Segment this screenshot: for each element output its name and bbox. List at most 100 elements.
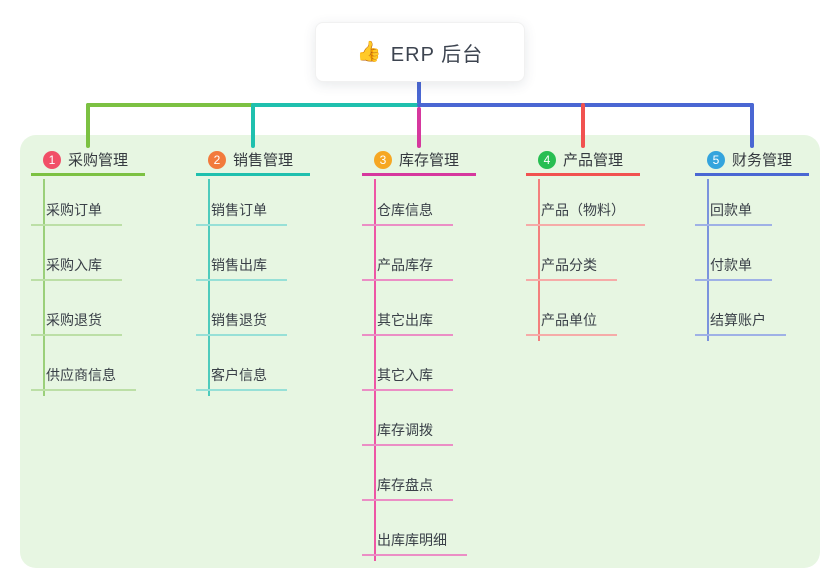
child-node[interactable]: 产品单位 (526, 310, 617, 336)
branch-trunk-line (43, 179, 45, 396)
child-row: 仓库信息 (362, 176, 476, 226)
child-node[interactable]: 产品库存 (362, 255, 453, 281)
child-node[interactable]: 销售退货 (196, 310, 287, 336)
child-node[interactable]: 销售订单 (196, 200, 287, 226)
branch-node-1: 1 采购管理 采购订单 采购入库 采购退货 供应商信息 (31, 146, 145, 396)
child-node[interactable]: 产品分类 (526, 255, 617, 281)
branch-label: 财务管理 (732, 152, 793, 169)
branches-panel (20, 135, 820, 568)
branch-label: 库存管理 (399, 152, 460, 169)
child-row: 销售订单 (196, 176, 310, 226)
child-label: 采购退货 (46, 312, 102, 328)
child-node[interactable]: 仓库信息 (362, 200, 453, 226)
child-node[interactable]: 产品（物料） (526, 200, 645, 226)
child-label: 出库库明细 (377, 532, 447, 548)
branch-children: 产品（物料） 产品分类 产品单位 (526, 176, 645, 336)
child-row: 产品单位 (526, 281, 640, 336)
drop-line-4 (581, 103, 585, 148)
branch-node-4: 4 产品管理 产品（物料） 产品分类 产品单位 (526, 146, 645, 341)
child-node[interactable]: 销售出库 (196, 255, 287, 281)
branch-children: 销售订单 销售出库 销售退货 客户信息 (196, 176, 310, 391)
drop-line-3 (417, 107, 421, 148)
branch-header[interactable]: 1 采购管理 (31, 146, 145, 176)
child-row: 产品库存 (362, 226, 476, 281)
child-row: 采购订单 (31, 176, 145, 226)
root-node[interactable]: 👍 ERP 后台 (315, 22, 525, 82)
child-row: 结算账户 (695, 281, 809, 336)
branch-header[interactable]: 3 库存管理 (362, 146, 476, 176)
branch-number-badge: 3 (374, 150, 392, 169)
drop-line-5 (750, 103, 754, 148)
child-label: 付款单 (710, 257, 752, 273)
branch-number-badge: 4 (538, 150, 556, 169)
child-row: 库存调拨 (362, 391, 476, 446)
child-label: 供应商信息 (46, 367, 116, 383)
root-title: ERP 后台 (390, 43, 484, 66)
branch-trunk-line (208, 179, 210, 396)
branch-children: 回款单 付款单 结算账户 (695, 176, 809, 336)
child-node[interactable]: 其它出库 (362, 310, 453, 336)
child-label: 其它出库 (377, 312, 433, 328)
branch-number-badge: 1 (43, 150, 61, 169)
child-node[interactable]: 回款单 (695, 200, 772, 226)
branch-header[interactable]: 4 产品管理 (526, 146, 640, 176)
child-label: 客户信息 (211, 367, 267, 383)
child-node[interactable]: 库存调拨 (362, 420, 453, 446)
child-label: 结算账户 (710, 312, 766, 328)
child-node[interactable]: 供应商信息 (31, 365, 136, 391)
child-row: 采购退货 (31, 281, 145, 336)
branch-label: 采购管理 (68, 152, 129, 169)
branch-trunk-line (538, 179, 540, 341)
child-node[interactable]: 付款单 (695, 255, 772, 281)
branch-header[interactable]: 2 销售管理 (196, 146, 310, 176)
child-label: 仓库信息 (377, 202, 433, 218)
h-line-mid (251, 103, 421, 107)
drop-line-1 (86, 103, 90, 148)
child-node[interactable]: 其它入库 (362, 365, 453, 391)
child-label: 产品库存 (377, 257, 433, 273)
branch-header[interactable]: 5 财务管理 (695, 146, 809, 176)
child-label: 销售订单 (211, 202, 267, 218)
branch-node-3: 3 库存管理 仓库信息 产品库存 其它出库 其它入库 库存调拨 库存盘点 (362, 146, 476, 561)
branch-label: 产品管理 (563, 152, 624, 169)
child-label: 库存调拨 (377, 422, 433, 438)
branch-trunk-line (707, 179, 709, 341)
child-node[interactable]: 采购退货 (31, 310, 122, 336)
branch-node-5: 5 财务管理 回款单 付款单 结算账户 (695, 146, 809, 341)
child-label: 采购订单 (46, 202, 102, 218)
child-label: 其它入库 (377, 367, 433, 383)
child-node[interactable]: 库存盘点 (362, 475, 453, 501)
child-label: 采购入库 (46, 257, 102, 273)
child-label: 产品（物料） (541, 202, 625, 218)
child-row: 回款单 (695, 176, 809, 226)
child-label: 销售退货 (211, 312, 267, 328)
root-stem-line (417, 80, 421, 107)
child-node[interactable]: 结算账户 (695, 310, 786, 336)
child-row: 其它出库 (362, 281, 476, 336)
drop-line-2 (251, 103, 255, 148)
child-node[interactable]: 采购入库 (31, 255, 122, 281)
child-row: 采购入库 (31, 226, 145, 281)
child-label: 产品分类 (541, 257, 597, 273)
child-label: 产品单位 (541, 312, 597, 328)
child-row: 销售出库 (196, 226, 310, 281)
child-row: 付款单 (695, 226, 809, 281)
child-row: 产品（物料） (526, 176, 645, 226)
child-row: 库存盘点 (362, 446, 476, 501)
child-row: 其它入库 (362, 336, 476, 391)
branch-label: 销售管理 (233, 152, 294, 169)
child-node[interactable]: 采购订单 (31, 200, 122, 226)
child-node[interactable]: 客户信息 (196, 365, 287, 391)
branch-children: 采购订单 采购入库 采购退货 供应商信息 (31, 176, 145, 391)
branch-number-badge: 5 (707, 150, 725, 169)
branch-node-2: 2 销售管理 销售订单 销售出库 销售退货 客户信息 (196, 146, 310, 396)
thumbs-up-icon: 👍 (356, 41, 382, 63)
child-label: 销售出库 (211, 257, 267, 273)
child-node[interactable]: 出库库明细 (362, 530, 467, 556)
h-line-left (86, 103, 255, 107)
child-row: 出库库明细 (362, 501, 476, 556)
branch-children: 仓库信息 产品库存 其它出库 其它入库 库存调拨 库存盘点 出库库明细 (362, 176, 476, 556)
child-label: 库存盘点 (377, 477, 433, 493)
child-row: 客户信息 (196, 336, 310, 391)
